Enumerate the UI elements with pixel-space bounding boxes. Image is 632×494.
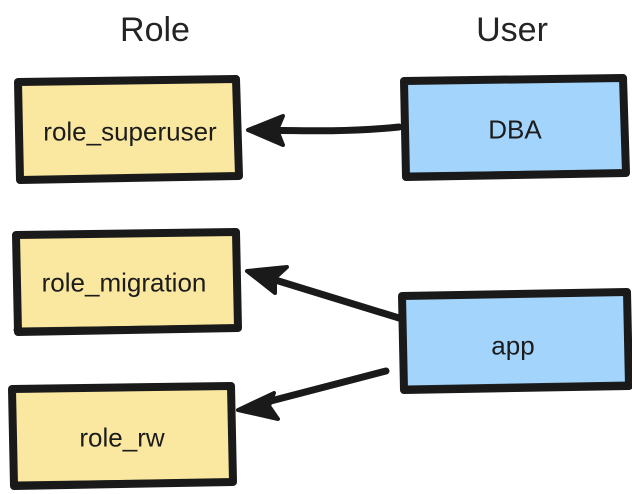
edge-app-to-role-rw-line bbox=[259, 367, 390, 407]
node-role-migration-shape bbox=[12, 228, 242, 336]
edge-dba-to-role-superuser-line bbox=[258, 123, 403, 135]
node-app[interactable] bbox=[398, 288, 632, 394]
node-role-superuser-sketch-edge bbox=[17, 174, 241, 183]
node-app-shape bbox=[398, 288, 632, 394]
edge-app-to-role-migration[interactable] bbox=[245, 265, 403, 322]
column-title-role: Role bbox=[120, 11, 190, 49]
edge-app-to-role-rw-arrowhead bbox=[236, 391, 280, 421]
edge-app-to-role-migration-arrowhead bbox=[245, 265, 289, 295]
node-app-sketch-edge bbox=[401, 381, 631, 391]
node-dba-shape bbox=[400, 74, 630, 181]
node-dba-sketch-edge bbox=[403, 169, 628, 178]
node-role-migration[interactable] bbox=[12, 228, 242, 336]
node-role-rw-shape bbox=[8, 382, 237, 490]
edge-app-to-role-rw[interactable] bbox=[236, 367, 390, 421]
node-role-superuser-shape bbox=[14, 75, 243, 184]
node-role-rw-sketch-edge bbox=[11, 478, 235, 487]
edge-dba-to-role-superuser-arrowhead bbox=[246, 114, 285, 147]
node-role-migration-sketch-edge bbox=[13, 324, 240, 333]
column-title-user: User bbox=[476, 11, 548, 49]
edge-dba-to-role-superuser[interactable] bbox=[246, 114, 403, 147]
node-role-rw[interactable] bbox=[8, 382, 237, 490]
node-role-superuser[interactable] bbox=[14, 75, 243, 184]
edge-app-to-role-migration-line bbox=[268, 275, 403, 322]
node-dba[interactable] bbox=[400, 74, 630, 181]
